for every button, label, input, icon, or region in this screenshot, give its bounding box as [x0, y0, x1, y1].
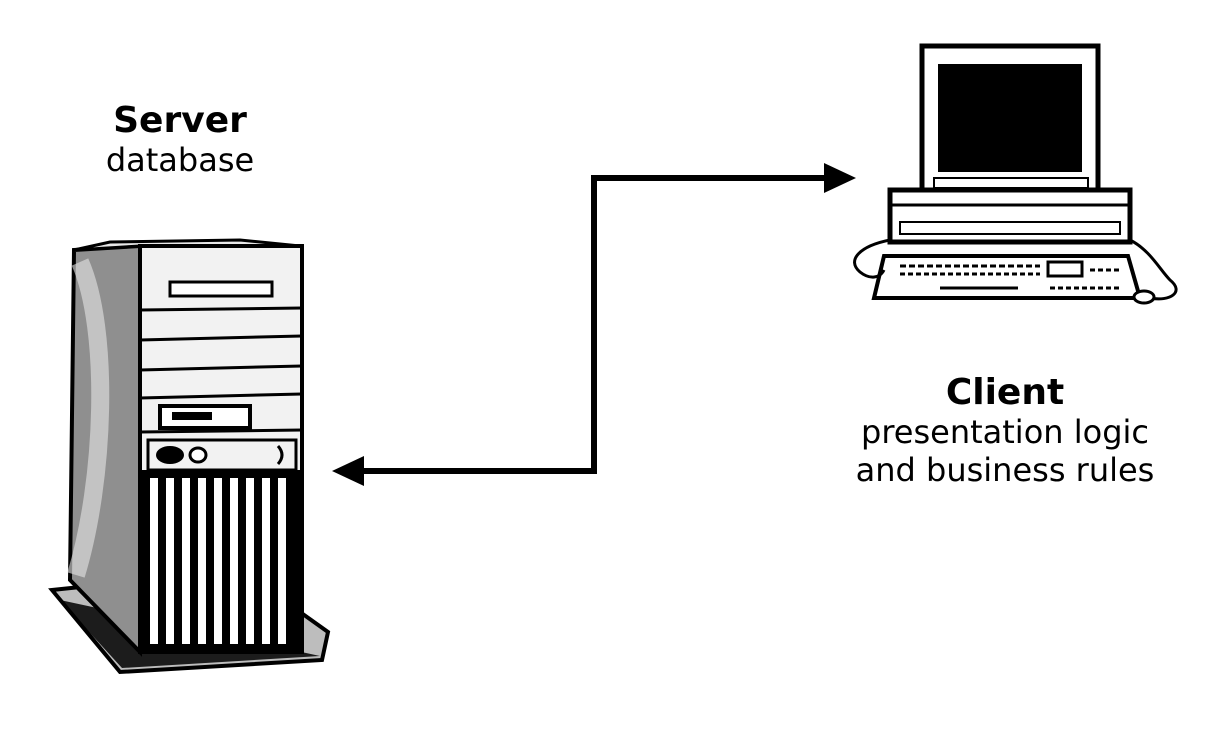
client-subtitle-line1: presentation logic [861, 413, 1149, 452]
client-keyboard [871, 254, 1143, 300]
client-cable-left [853, 238, 891, 279]
server-vent-grille [140, 470, 302, 652]
client-label: Client presentation logic and business r… [810, 372, 1200, 490]
bidirectional-arrow-icon [332, 163, 856, 486]
client-screen [938, 64, 1082, 172]
server-label: Server database [60, 100, 300, 180]
client-subtitle-line2: and business rules [855, 451, 1155, 490]
server-optical-drive [168, 280, 274, 298]
server-tower-icon [48, 238, 331, 675]
arrowhead-left [332, 456, 364, 486]
server-title: Server [113, 100, 247, 141]
server-subtitle: database [105, 141, 255, 180]
client-mouse [1132, 289, 1156, 305]
client-mouse-cable [1129, 238, 1178, 301]
arrowhead-right [824, 163, 856, 193]
desktop-computer-icon [853, 43, 1178, 305]
client-title: Client [945, 372, 1065, 413]
